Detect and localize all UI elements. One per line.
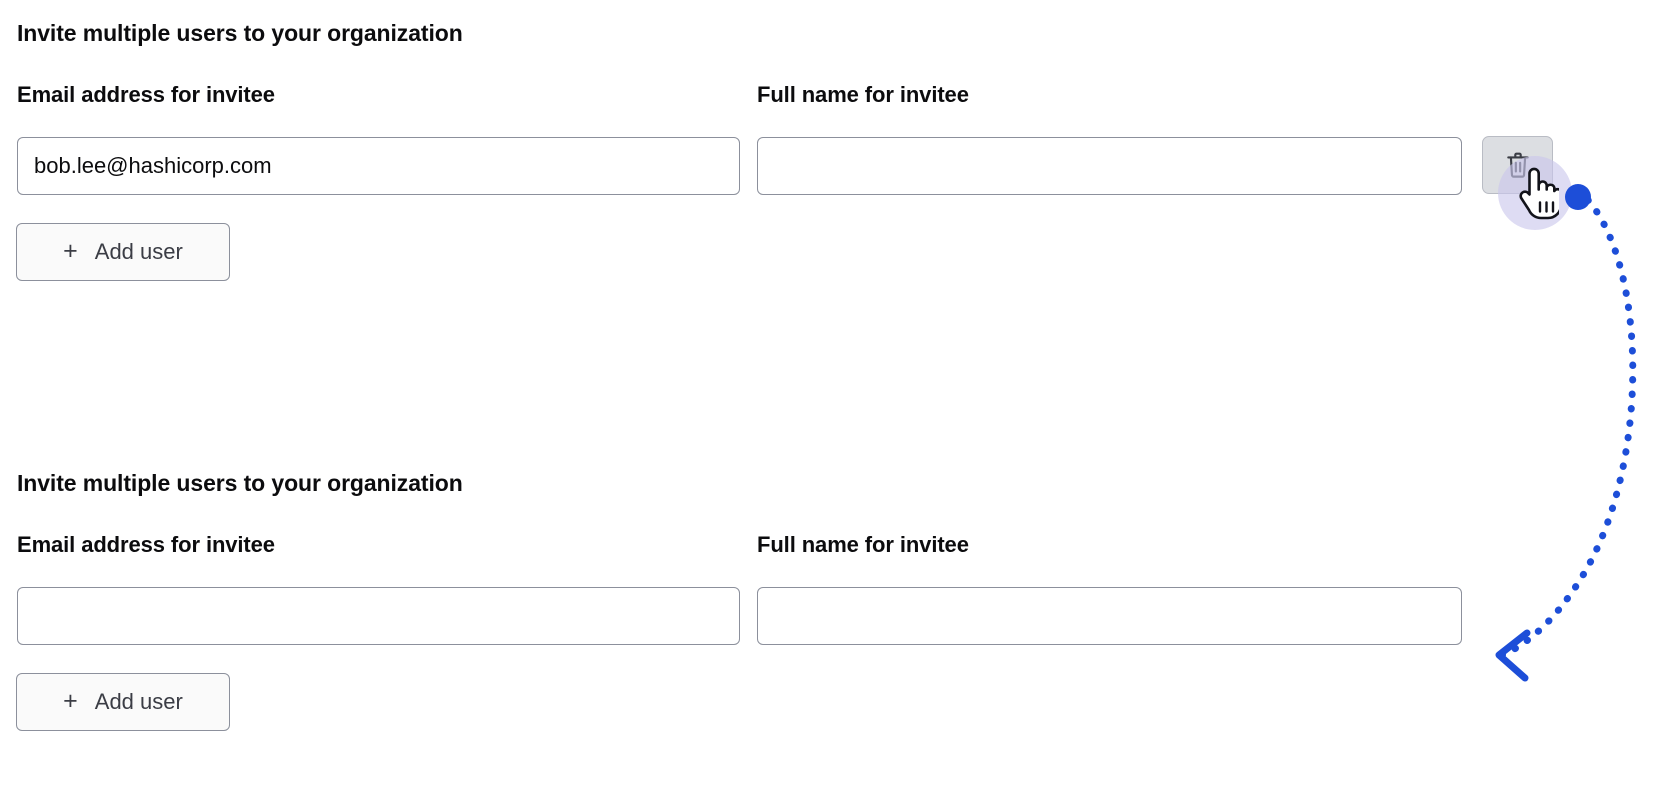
- plus-icon: +: [63, 686, 78, 715]
- fullname-field-label: Full name for invitee: [757, 82, 969, 107]
- add-user-label: Add user: [94, 689, 183, 714]
- fullname-input[interactable]: [757, 137, 1462, 195]
- email-input[interactable]: [17, 587, 740, 645]
- click-target-dot: [1565, 184, 1591, 210]
- section-heading: Invite multiple users to your organizati…: [17, 20, 463, 46]
- email-field-label: Email address for invitee: [17, 82, 275, 107]
- trash-icon: [1505, 151, 1531, 179]
- email-field-label: Email address for invitee: [17, 532, 275, 557]
- delete-row-button[interactable]: [1482, 136, 1553, 194]
- plus-icon: +: [63, 236, 78, 265]
- section-heading: Invite multiple users to your organizati…: [17, 470, 463, 496]
- fullname-field-label: Full name for invitee: [757, 532, 969, 557]
- add-user-button[interactable]: + Add user: [16, 673, 230, 731]
- fullname-input[interactable]: [757, 587, 1462, 645]
- add-user-label: Add user: [94, 239, 183, 264]
- email-input[interactable]: [17, 137, 740, 195]
- add-user-button[interactable]: + Add user: [16, 223, 230, 281]
